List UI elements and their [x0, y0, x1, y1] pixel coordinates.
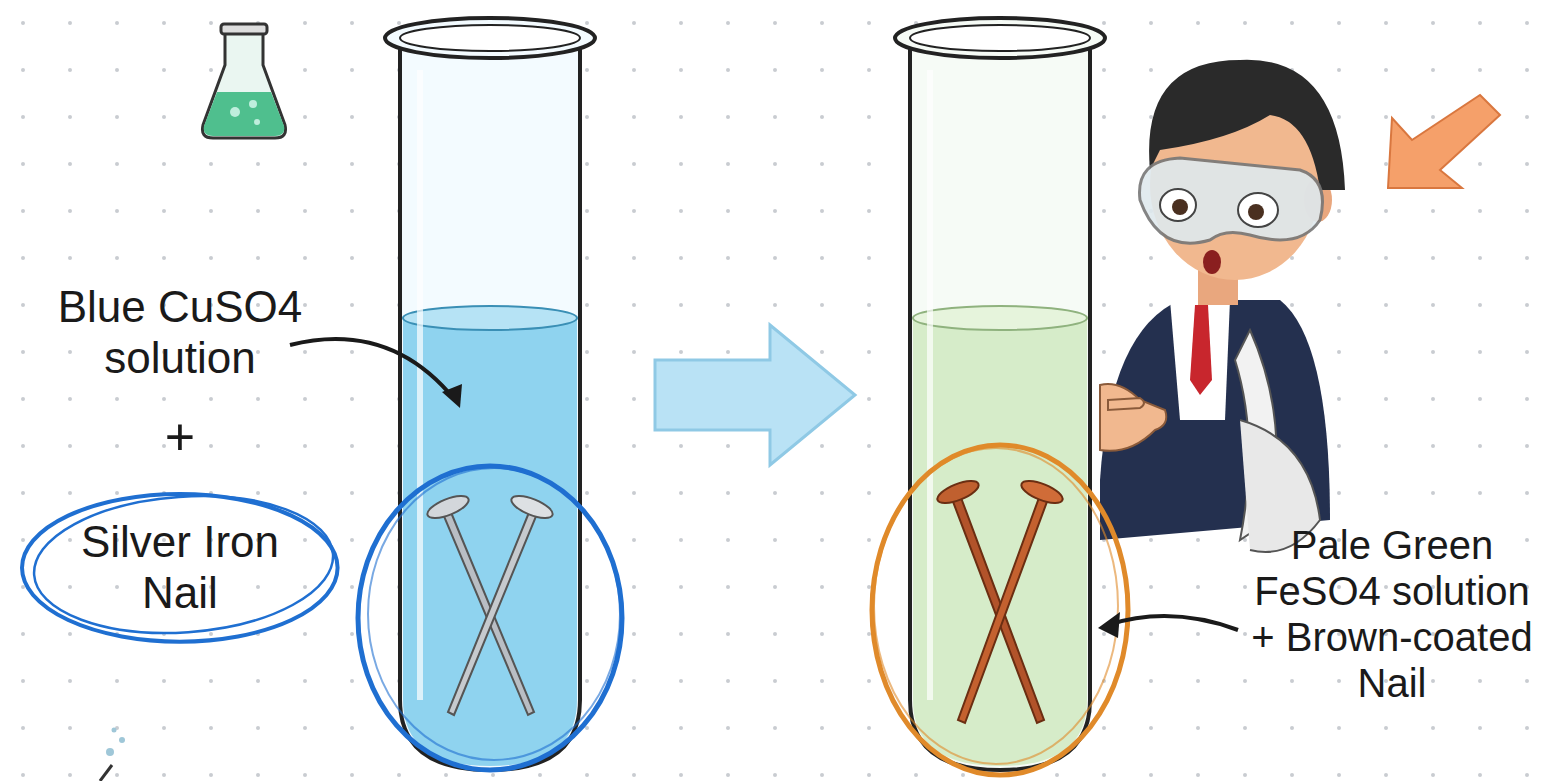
node-text: Silver Iron Nail — [65, 517, 295, 618]
student-figure — [1100, 60, 1345, 552]
test-tube-blue — [358, 18, 622, 770]
bubbles-icon — [100, 728, 125, 781]
test-tube-green — [872, 18, 1128, 775]
leader-arrow — [1108, 616, 1238, 630]
ellipse-node: Silver Iron Nail — [18, 490, 342, 646]
pointer-arrow — [1388, 95, 1500, 188]
flask-icon — [202, 24, 285, 138]
annotation-label: Pale Green FeSO4 solution + Brown-coated… — [1242, 522, 1542, 706]
process-arrow — [655, 325, 855, 465]
annotation-label: Blue CuSO4 solution — [30, 282, 330, 383]
annotation-label: + — [140, 408, 220, 468]
leader-arrow — [290, 339, 455, 400]
